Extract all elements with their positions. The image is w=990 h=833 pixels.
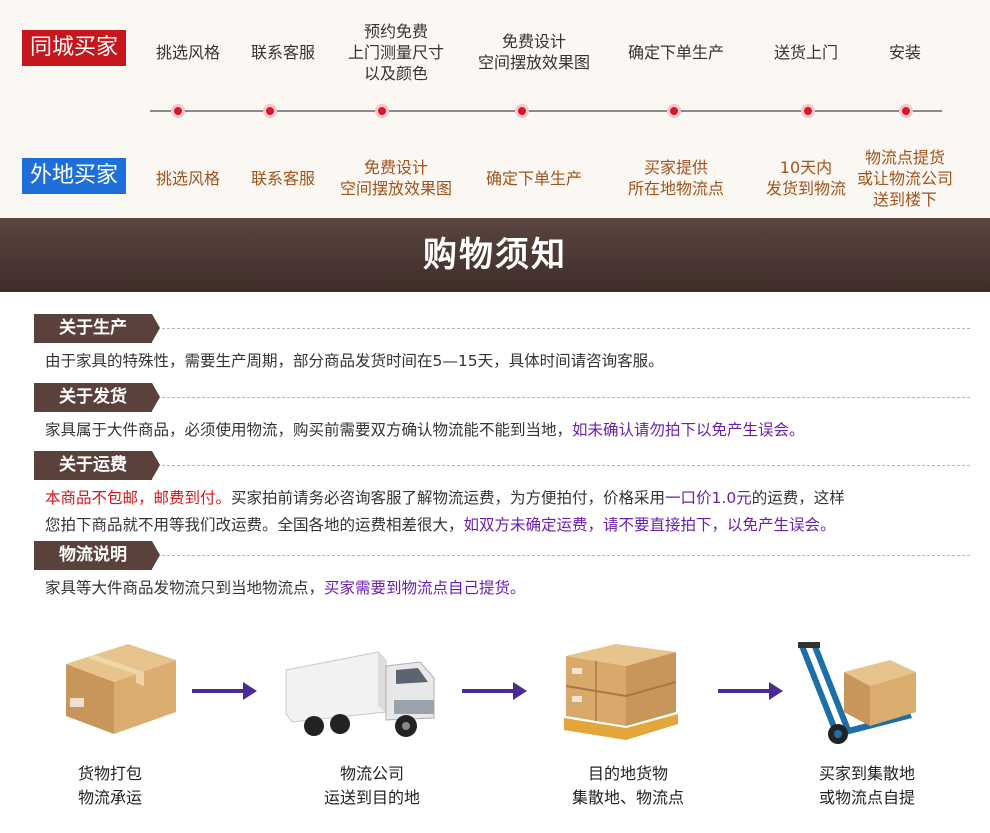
pallet-boxes-icon bbox=[564, 644, 678, 740]
section-text: 本商品不包邮，邮费到付。买家拍前请务必咨询客服了解物流运费，为方便拍付，价格采用… bbox=[45, 487, 845, 509]
local-buyer-tag: 同城买家 bbox=[22, 30, 127, 66]
local-step-line: 上门测量尺寸 bbox=[347, 42, 445, 62]
timeline-dot-icon bbox=[515, 104, 529, 118]
banner-title: 购物须知 bbox=[423, 235, 567, 275]
text-segment: 买家需要到物流点自己提货。 bbox=[324, 579, 526, 597]
remote-step: 物流点提货或让物流公司送到楼下 bbox=[857, 147, 953, 210]
text-segment: 家具等大件商品发物流只到当地物流点， bbox=[45, 579, 325, 597]
local-step-line: 挑选风格 bbox=[155, 42, 221, 62]
remote-step-line: 联系客服 bbox=[250, 168, 316, 188]
caption-line: 目的地货物 bbox=[587, 764, 669, 783]
section-label: 关于发货 bbox=[34, 383, 160, 412]
remote-step-line: 送到楼下 bbox=[872, 189, 938, 209]
remote-step: 联系客服 bbox=[251, 168, 315, 189]
remote-step-line: 买家提供 bbox=[643, 158, 709, 177]
local-step: 安装 bbox=[889, 42, 921, 63]
remote-step-line: 物流点提货 bbox=[864, 147, 946, 167]
local-step-line: 预约免费 bbox=[363, 21, 429, 41]
timeline-dot-icon bbox=[263, 104, 277, 118]
local-step-line: 联系客服 bbox=[250, 42, 316, 62]
local-step: 送货上门 bbox=[774, 42, 838, 63]
local-step: 联系客服 bbox=[251, 42, 315, 63]
text-segment: 由于家具的特殊性，需要生产周期，部分商品发货时间在5—15天，具体时间请咨询客服… bbox=[45, 352, 664, 370]
local-step: 挑选风格 bbox=[156, 42, 220, 63]
remote-step-line: 发货到物流 bbox=[765, 179, 847, 198]
logistics-caption: 货物打包物流承运 bbox=[78, 762, 142, 810]
remote-step: 挑选风格 bbox=[156, 168, 220, 189]
section-label: 关于运费 bbox=[34, 451, 160, 480]
local-step: 预约免费上门测量尺寸以及颜色 bbox=[348, 21, 444, 84]
timeline-track bbox=[150, 110, 942, 112]
caption-line: 物流承运 bbox=[77, 788, 143, 807]
remote-step: 确定下单生产 bbox=[486, 168, 582, 189]
local-step-line: 确定下单生产 bbox=[627, 42, 725, 62]
caption-line: 运送到目的地 bbox=[323, 788, 421, 807]
text-segment: 如未确认请勿拍下以免产生误会。 bbox=[572, 421, 805, 439]
timeline-dot-icon bbox=[899, 104, 913, 118]
remote-step-line: 挑选风格 bbox=[155, 168, 221, 188]
section-text: 家具等大件商品发物流只到当地物流点，买家需要到物流点自己提货。 bbox=[45, 577, 526, 599]
logistics-caption: 目的地货物集散地、物流点 bbox=[572, 762, 684, 810]
remote-step: 买家提供所在地物流点 bbox=[628, 157, 724, 199]
local-step-line: 安装 bbox=[888, 42, 922, 62]
local-step: 免费设计空间摆放效果图 bbox=[478, 31, 590, 73]
arrow-icon bbox=[718, 682, 783, 700]
cardboard-box-icon bbox=[66, 644, 176, 734]
remote-step: 免费设计空间摆放效果图 bbox=[340, 157, 452, 199]
local-step-line: 送货上门 bbox=[773, 42, 839, 62]
section-divider bbox=[162, 555, 970, 556]
remote-step: 10天内发货到物流 bbox=[766, 157, 846, 199]
section-text: 由于家具的特殊性，需要生产周期，部分商品发货时间在5—15天，具体时间请咨询客服… bbox=[45, 350, 664, 372]
caption-line: 货物打包 bbox=[77, 764, 143, 783]
section-divider bbox=[162, 397, 970, 398]
section-divider bbox=[162, 328, 970, 329]
notice-banner: 购物须知 bbox=[0, 218, 990, 292]
text-segment: 如双方未确定运费，请不要直接拍下，以免产生误会。 bbox=[463, 516, 836, 534]
timeline-dot-icon bbox=[375, 104, 389, 118]
remote-step-line: 确定下单生产 bbox=[485, 168, 583, 188]
local-step-line: 免费设计 bbox=[501, 32, 567, 51]
purchase-flow-panel: 同城买家 外地买家 挑选风格联系客服预约免费上门测量尺寸以及颜色免费设计空间摆放… bbox=[0, 0, 990, 220]
remote-step-line: 10天内 bbox=[779, 158, 833, 177]
remote-step-line: 免费设计 bbox=[363, 158, 429, 177]
hand-truck-icon bbox=[798, 642, 916, 744]
local-step: 确定下单生产 bbox=[628, 42, 724, 63]
text-segment: 的运费，这样 bbox=[751, 489, 845, 507]
text-segment: 家具属于大件商品，必须使用物流，购买前需要双方确认物流能不能到当地， bbox=[45, 421, 573, 439]
section-text: 您拍下商品就不用等我们改运费。全国各地的运费相差很大，如双方未确定运费，请不要直… bbox=[45, 514, 836, 536]
remote-step-line: 所在地物流点 bbox=[627, 179, 725, 198]
remote-step-line: 空间摆放效果图 bbox=[339, 179, 453, 198]
text-segment: 一口价1.0元 bbox=[665, 489, 752, 507]
remote-step-line: 或让物流公司 bbox=[856, 168, 954, 188]
arrow-icon bbox=[192, 682, 257, 700]
caption-line: 或物流点自提 bbox=[818, 788, 916, 807]
timeline-dot-icon bbox=[801, 104, 815, 118]
caption-line: 物流公司 bbox=[339, 764, 405, 783]
section-label: 关于生产 bbox=[34, 314, 160, 343]
arrow-icon bbox=[462, 682, 527, 700]
section-text: 家具属于大件商品，必须使用物流，购买前需要双方确认物流能不能到当地，如未确认请勿… bbox=[45, 419, 805, 441]
logistics-caption: 物流公司运送到目的地 bbox=[324, 762, 420, 810]
local-step-line: 以及颜色 bbox=[363, 63, 429, 83]
text-segment: 您拍下商品就不用等我们改运费。全国各地的运费相差很大， bbox=[45, 516, 464, 534]
remote-buyer-tag: 外地买家 bbox=[22, 158, 127, 194]
text-segment: 买家拍前请务必咨询客服了解物流运费，为方便拍付，价格采用 bbox=[231, 489, 666, 507]
truck-icon bbox=[285, 651, 435, 737]
text-segment: 本商品不包邮，邮费到付。 bbox=[45, 489, 232, 507]
caption-line: 买家到集散地 bbox=[818, 764, 916, 783]
logistics-caption: 买家到集散地或物流点自提 bbox=[819, 762, 915, 810]
section-divider bbox=[162, 465, 970, 466]
timeline-dot-icon bbox=[171, 104, 185, 118]
caption-line: 集散地、物流点 bbox=[571, 788, 685, 807]
section-label: 物流说明 bbox=[34, 541, 160, 570]
local-step-line: 空间摆放效果图 bbox=[477, 53, 591, 72]
timeline-dot-icon bbox=[667, 104, 681, 118]
